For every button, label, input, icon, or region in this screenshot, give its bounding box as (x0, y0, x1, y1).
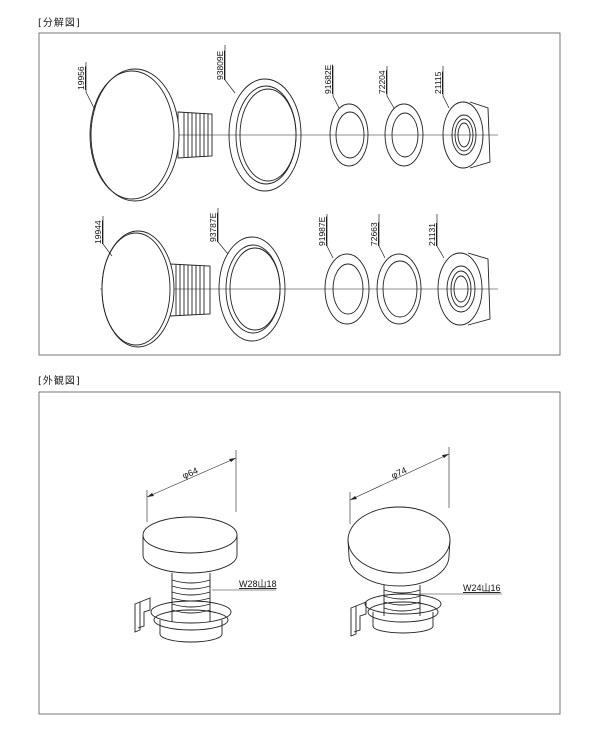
part-number-label: 21131 (427, 223, 437, 246)
part-number-label: 91682E (323, 64, 333, 94)
exploded-view-frame (38, 32, 561, 356)
thread-spec-right: W24山16 (463, 583, 501, 593)
leader-93787E (217, 208, 229, 255)
part-91987E-washer (324, 253, 370, 325)
part-number-label: 19956 (76, 66, 86, 90)
diameter-dimension-right: φ74 (390, 465, 409, 481)
leader-19944 (102, 216, 113, 257)
exterior-right-assembly (347, 447, 502, 637)
leader-19956 (85, 62, 96, 111)
leader-91682E (332, 66, 340, 109)
part-72204-washer (384, 103, 424, 167)
part-number-label: 93787E (208, 212, 218, 242)
part-72663-washer (376, 253, 422, 325)
exterior-left-assembly (134, 450, 276, 643)
exploded-row-1 (85, 45, 498, 202)
part-number-label: 21115 (433, 71, 443, 94)
leader-72663 (378, 214, 386, 259)
leader-21115 (442, 66, 450, 109)
part-91682E-washer (329, 103, 369, 167)
leader-91987E (326, 214, 334, 259)
exterior-view-frame (38, 391, 561, 715)
part-93787E-gasket (218, 236, 286, 342)
exterior-view-title: [外観図] (38, 376, 81, 387)
leader-72204 (386, 66, 395, 109)
part-21115-nut (442, 101, 491, 169)
part-21131-nut (437, 252, 491, 326)
part-19944-cap (101, 230, 211, 348)
leader-93809E (224, 45, 236, 94)
leader-21131 (436, 214, 445, 259)
part-number-label: 72204 (377, 70, 387, 94)
exploded-view-title: [分解図] (38, 18, 81, 29)
part-number-label: 91987E (317, 216, 327, 246)
part-number-label: 72663 (369, 222, 379, 246)
part-93809E-gasket (228, 78, 302, 192)
part-number-label: 93809E (215, 50, 225, 80)
diameter-dimension-left: φ64 (181, 465, 200, 480)
part-number-label: 19944 (93, 220, 103, 244)
exploded-row-2 (100, 208, 498, 348)
thread-spec-left: W28山18 (239, 579, 277, 589)
part-19956-cap (89, 68, 213, 202)
